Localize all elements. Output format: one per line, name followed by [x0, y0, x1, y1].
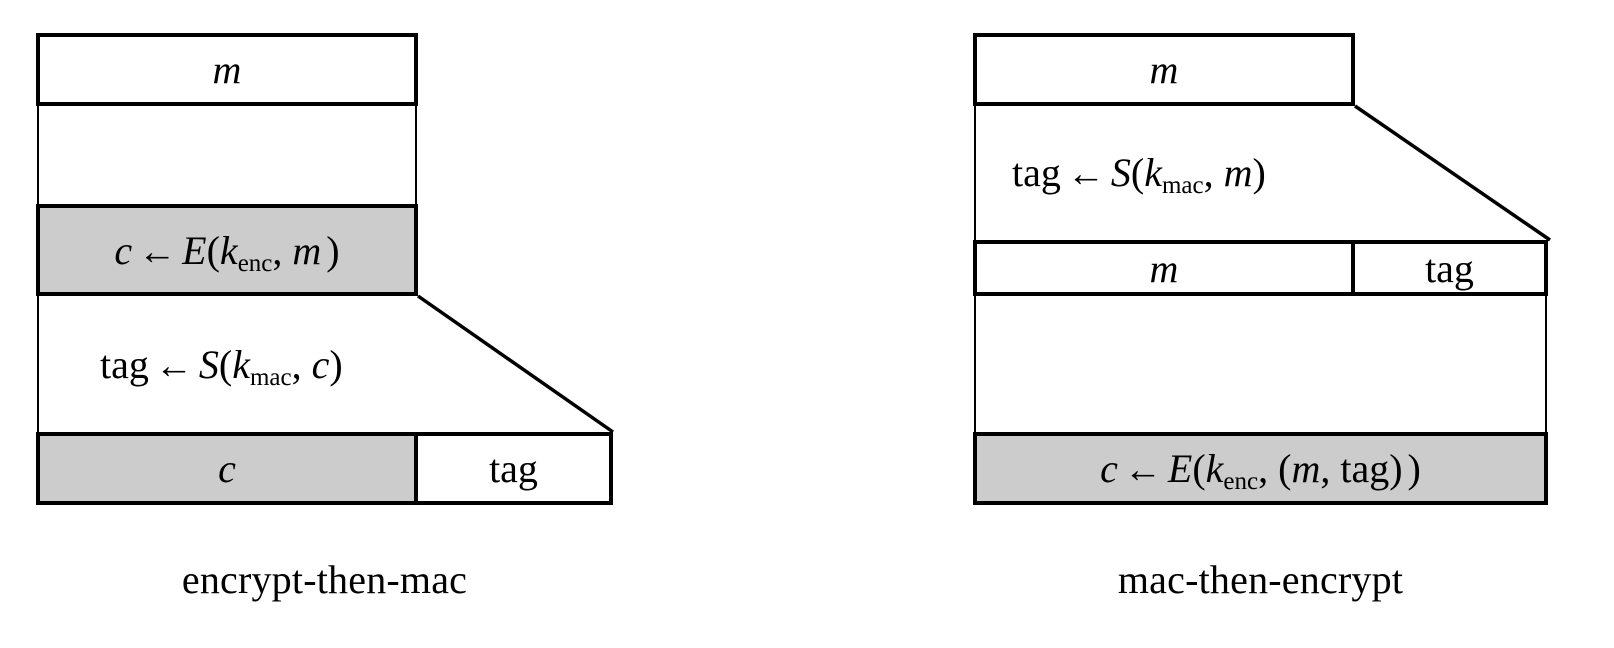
mte-mac-formula-label: tag←S(kmac, m) — [1012, 140, 1372, 204]
etm-top-box-label: m — [212, 47, 242, 92]
mte-middle-cell-m: m — [973, 240, 1355, 296]
mte-middle-cell-m-label: m — [1149, 245, 1179, 291]
etm-result-cell-tag: tag — [414, 432, 613, 505]
etm-mac-formula: tag←S(kmac, c) — [100, 341, 343, 391]
etm-result-cell-c-label: c — [218, 446, 236, 491]
etm-encrypt-formula: c←E(kenc, m) — [114, 227, 340, 277]
mte-caption: mac-then-encrypt — [1117, 557, 1404, 602]
mte-connector-wall-left-1 — [974, 106, 976, 240]
etm-connector-wall-left-1 — [37, 106, 39, 204]
mte-diagonal-connector — [1354, 104, 1551, 242]
mte-connector-wall-left-2 — [974, 296, 976, 432]
etm-diagonal-connector — [416, 294, 615, 434]
etm-mac-formula-label: tag←S(kmac, c) — [100, 332, 440, 396]
etm-connector-wall-left-2 — [37, 296, 39, 432]
etm-connector-wall-right-1 — [415, 106, 417, 204]
mte-top-box-m: m — [973, 33, 1355, 106]
mte-connector-wall-right-2 — [1545, 296, 1547, 432]
etm-top-box-m: m — [36, 33, 418, 106]
etm-encrypt-box: c←E(kenc, m) — [36, 204, 418, 296]
mte-encrypt-box: c←E(kenc,(m, tag)) — [973, 432, 1548, 505]
mte-encrypt-formula: c←E(kenc,(m, tag)) — [1100, 446, 1421, 495]
etm-caption: encrypt-then-mac — [181, 557, 468, 602]
mte-middle-cell-tag-label: tag — [1425, 245, 1474, 291]
mte-middle-cell-tag: tag — [1351, 240, 1548, 296]
etm-result-cell-tag-label: tag — [489, 446, 538, 491]
mte-mac-formula: tag←S(kmac, m) — [1012, 149, 1266, 199]
etm-result-cell-c: c — [36, 432, 418, 505]
mte-top-box-label: m — [1149, 47, 1179, 92]
